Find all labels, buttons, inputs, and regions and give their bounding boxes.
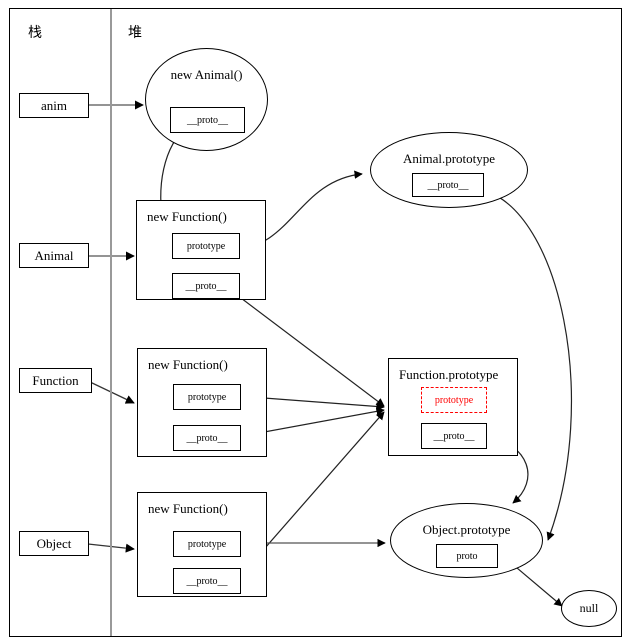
heap-object-function-function-title: new Function() bbox=[148, 357, 228, 372]
slot-function-prototype-prototype[interactable]: prototype bbox=[421, 387, 487, 413]
slot-object-prototype-proto-label: proto bbox=[456, 550, 478, 562]
slot-animal-prototype-label: prototype bbox=[186, 240, 226, 252]
slot-object-prototype[interactable]: prototype bbox=[173, 531, 241, 557]
slot-function-prototype-proto-label: __proto__ bbox=[433, 430, 475, 442]
stack-box-object[interactable]: Object bbox=[19, 531, 89, 556]
region-label-heap: 堆 bbox=[128, 25, 142, 41]
stack-heap-divider bbox=[110, 9, 112, 636]
slot-animal-prototype-proto-label: __proto__ bbox=[427, 179, 469, 191]
slot-animal-prototype-proto[interactable]: __proto__ bbox=[412, 173, 484, 197]
heap-object-new-animal-instance[interactable]: new Animal() __proto__ bbox=[145, 48, 268, 151]
region-label-stack: 栈 bbox=[28, 25, 42, 41]
slot-function-proto[interactable]: __proto__ bbox=[173, 425, 241, 451]
heap-object-null-label: null bbox=[579, 601, 599, 615]
slot-object-proto[interactable]: __proto__ bbox=[173, 568, 241, 594]
heap-object-object-function-title: new Function() bbox=[148, 501, 228, 516]
stack-box-function-label: Function bbox=[32, 372, 79, 388]
slot-function-prototype-prototype-label: prototype bbox=[434, 394, 474, 406]
stack-box-object-label: Object bbox=[36, 535, 72, 551]
slot-animal-proto-label: __proto__ bbox=[185, 280, 227, 292]
stack-box-function[interactable]: Function bbox=[19, 368, 92, 393]
heap-object-function-prototype[interactable]: Function.prototype prototype __proto__ bbox=[388, 358, 518, 456]
stack-box-anim-label: anim bbox=[41, 97, 67, 113]
heap-object-animal-prototype[interactable]: Animal.prototype __proto__ bbox=[370, 132, 528, 208]
heap-object-animal-prototype-title: Animal.prototype bbox=[402, 151, 496, 166]
slot-function-prototype-proto[interactable]: __proto__ bbox=[421, 423, 487, 449]
diagram-frame bbox=[9, 8, 622, 637]
edge-animalctor-proto-to-functionprototype bbox=[236, 294, 385, 407]
slot-anim-proto-label: __proto__ bbox=[186, 114, 229, 126]
slot-anim-proto[interactable]: __proto__ bbox=[170, 107, 245, 133]
heap-object-object-prototype[interactable]: Object.prototype proto bbox=[390, 503, 543, 578]
stack-box-animal-label: Animal bbox=[34, 247, 74, 263]
stack-box-anim[interactable]: anim bbox=[19, 93, 89, 118]
heap-object-function-prototype-title: Function.prototype bbox=[399, 367, 499, 382]
slot-function-prototype[interactable]: prototype bbox=[173, 384, 241, 410]
heap-object-animal-function-title: new Function() bbox=[147, 209, 227, 224]
heap-object-animal-function[interactable]: new Function() prototype __proto__ bbox=[136, 200, 266, 300]
heap-object-function-function[interactable]: new Function() prototype __proto__ bbox=[137, 348, 267, 457]
slot-animal-prototype[interactable]: prototype bbox=[172, 233, 240, 259]
slot-animal-proto[interactable]: __proto__ bbox=[172, 273, 240, 299]
slot-object-proto-label: __proto__ bbox=[186, 575, 228, 587]
slot-function-prototype-label: prototype bbox=[187, 391, 227, 403]
stack-box-animal[interactable]: Animal bbox=[19, 243, 89, 268]
heap-object-object-function[interactable]: new Function() prototype __proto__ bbox=[137, 492, 267, 597]
slot-object-prototype-proto[interactable]: proto bbox=[436, 544, 498, 568]
heap-object-object-prototype-title: Object.prototype bbox=[422, 522, 511, 537]
heap-object-new-animal-instance-title: new Animal() bbox=[170, 67, 243, 82]
edge-animalprototype-proto-to-objectprototype bbox=[481, 189, 572, 541]
slot-function-proto-label: __proto__ bbox=[186, 432, 228, 444]
heap-object-null[interactable]: null bbox=[561, 590, 617, 627]
slot-object-prototype-label: prototype bbox=[187, 538, 227, 550]
